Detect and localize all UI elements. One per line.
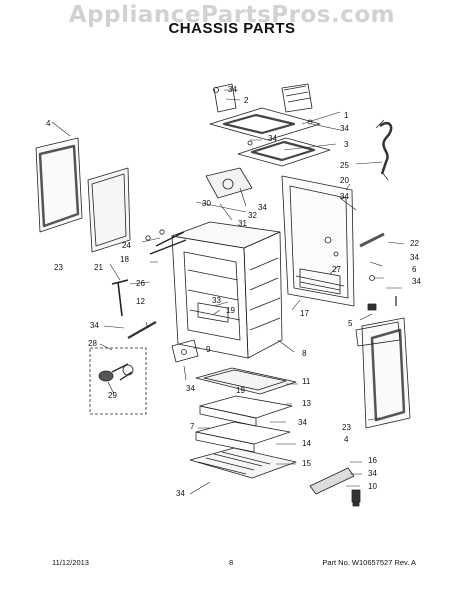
callout-22: 22	[410, 239, 419, 248]
callout-28: 28	[88, 339, 97, 348]
valve-detail-box	[89, 347, 147, 415]
clip-5	[367, 303, 377, 311]
callout-34: 34	[268, 134, 277, 143]
callout-34: 34	[340, 124, 349, 133]
insulation-left	[87, 167, 131, 253]
callout-32: 32	[248, 211, 257, 220]
leader-lines	[51, 89, 405, 495]
callout-9: 9	[206, 345, 211, 354]
callout-25: 25	[340, 161, 349, 170]
callout-34: 34	[410, 253, 419, 262]
callout-labels: 34 2 1 34 34 3 4 25 20 34 30 34 32 31 24…	[46, 85, 421, 498]
callout-23: 23	[54, 263, 63, 272]
callout-10: 10	[368, 482, 377, 491]
leveling-bracket	[309, 467, 355, 495]
side-panel-right	[355, 317, 411, 429]
insulation-left-inner	[91, 173, 127, 247]
callout-6: 6	[412, 265, 417, 274]
side-panel-left	[35, 137, 83, 233]
cooktop-assembly	[209, 83, 331, 167]
callout-34: 34	[258, 203, 267, 212]
callout-34: 34	[368, 469, 377, 478]
broiler-pan-set	[189, 367, 297, 479]
callout-4: 4	[46, 119, 51, 128]
callout-30: 30	[202, 199, 211, 208]
callout-14: 14	[302, 439, 311, 448]
callout-34: 34	[340, 192, 349, 201]
valve-bracket	[171, 339, 199, 363]
leveling-leg	[351, 489, 361, 503]
callout-19: 19	[236, 386, 245, 395]
bake-burner-tube	[111, 279, 129, 317]
callout-34: 34	[90, 321, 99, 330]
footer-date: 11/12/2013	[52, 558, 89, 567]
callout-3: 3	[344, 140, 349, 149]
callout-16: 16	[368, 456, 377, 465]
footer-part-number: Part No. W10657527 Rev. A	[322, 558, 416, 567]
callout-20: 20	[340, 176, 349, 185]
rail-22	[359, 232, 385, 248]
callout-12: 12	[136, 297, 145, 306]
page-title: CHASSIS PARTS	[168, 20, 296, 37]
watermark: AppliancePartsPros.com	[68, 2, 396, 28]
callout-34: 34	[298, 418, 307, 427]
callout-17: 17	[300, 309, 309, 318]
callout-34: 34	[176, 489, 185, 498]
callout-2: 2	[244, 96, 249, 105]
callout-5: 5	[348, 319, 353, 328]
callout-7: 7	[190, 422, 195, 431]
callout-15: 15	[302, 459, 311, 468]
rear-panel	[281, 175, 355, 307]
callout-27: 27	[332, 265, 341, 274]
callout-1: 1	[344, 111, 349, 120]
callout-8: 8	[302, 349, 307, 358]
callout-13: 13	[302, 399, 311, 408]
callout-34: 34	[228, 85, 237, 94]
callout-11: 11	[302, 377, 311, 386]
burner-base	[205, 167, 253, 199]
callout-34: 34	[186, 384, 195, 393]
wire-harness	[379, 121, 393, 175]
callout-26: 26	[136, 279, 145, 288]
callout-33: 33	[212, 296, 221, 305]
callout-29: 29	[108, 391, 117, 400]
callout-4: 4	[344, 435, 349, 444]
callout-19: 19	[226, 306, 235, 315]
callout-18: 18	[120, 255, 129, 264]
callout-23: 23	[342, 423, 351, 432]
callout-24: 24	[122, 241, 131, 250]
callout-31: 31	[238, 219, 247, 228]
oven-chassis	[171, 221, 283, 359]
callout-34: 34	[412, 277, 421, 286]
footer-page-number: 8	[229, 558, 234, 567]
igniter	[127, 321, 157, 339]
callout-21: 21	[94, 263, 103, 272]
